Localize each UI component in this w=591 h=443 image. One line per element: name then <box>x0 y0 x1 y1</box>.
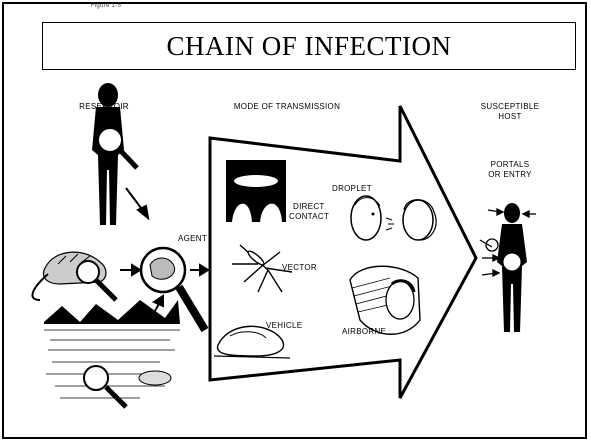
environment-reservoir-icon <box>44 300 180 398</box>
host-silhouette-icon <box>486 203 527 332</box>
or-entry-label: OR ENTRY <box>470 170 550 180</box>
magnifier-icon-2 <box>77 261 116 300</box>
mode-of-transmission-label: MODE OF TRANSMISSION <box>222 102 352 112</box>
figure-header-fragment: Figure 1-5 <box>86 1 126 11</box>
contact-label: CONTACT <box>289 212 329 222</box>
direct-contact-icon <box>226 160 286 222</box>
agent-label: AGENT <box>178 234 207 244</box>
portals-label: PORTALS <box>470 160 550 170</box>
droplet-label: DROPLET <box>332 184 372 194</box>
host-label: HOST <box>470 112 550 122</box>
vehicle-label: VEHICLE <box>266 321 302 331</box>
reservoir-label: RESERVOIR <box>64 102 144 112</box>
vector-label: VECTOR <box>282 263 317 273</box>
direct-label: DIRECT <box>293 202 325 212</box>
magnifier-icon-3 <box>84 366 126 407</box>
susceptible-label: SUSCEPTIBLE <box>470 102 550 112</box>
airborne-label: AIRBORNE <box>342 327 386 337</box>
